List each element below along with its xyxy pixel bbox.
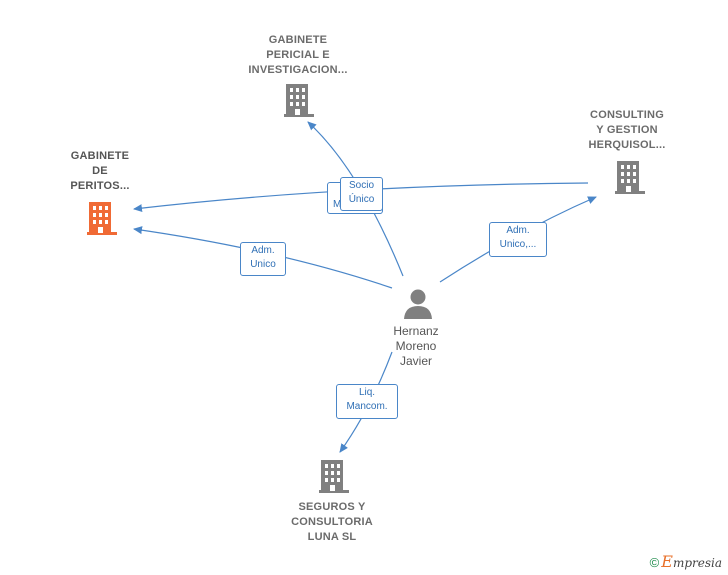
- node-label-line: HERQUISOL...: [588, 139, 666, 151]
- node-label-line: DE: [92, 165, 108, 177]
- node-label-line: LUNA SL: [307, 531, 357, 543]
- edge-label-adm-unico[interactable]: Adm. Unico: [240, 242, 286, 276]
- edge-label-liq-mancom[interactable]: Liq. Mancom.: [336, 384, 398, 419]
- node-label-gabinete-pericial[interactable]: GABINETE PERICIAL E INVESTIGACION...: [238, 33, 358, 78]
- building-icon[interactable]: [284, 84, 314, 117]
- edge-label-line: Unico,...: [499, 239, 537, 250]
- edge-label-line: M: [333, 199, 342, 210]
- edge-label-line: Socio: [348, 180, 374, 191]
- node-label-gabinete-peritos[interactable]: GABINETE DE PERITOS...: [50, 149, 150, 194]
- node-label-line: CONSULTING: [590, 109, 664, 121]
- edge-label-line: Unico: [250, 259, 276, 270]
- building-icon[interactable]: [87, 202, 117, 235]
- node-label-line: Hernanz: [393, 324, 439, 338]
- node-label-line: GABINETE: [70, 150, 130, 162]
- edge-label-adm-unico-consulting[interactable]: Adm. Unico,...: [489, 222, 547, 257]
- node-label-line: CONSULTORIA: [291, 516, 373, 528]
- node-label-line: SEGUROS Y: [298, 501, 366, 513]
- node-label-person[interactable]: Hernanz Moreno Javier: [374, 324, 458, 369]
- node-label-consulting[interactable]: CONSULTING Y GESTION HERQUISOL...: [574, 108, 680, 153]
- node-label-line: PERICIAL E: [266, 49, 330, 61]
- brand-footer: ©Empresia: [650, 552, 722, 571]
- building-icon[interactable]: [319, 460, 349, 493]
- edge-label-line: Adm.: [251, 245, 275, 256]
- edge-label-socio-unico[interactable]: Socio Único: [340, 177, 383, 211]
- node-label-line: Moreno: [395, 339, 437, 353]
- edge-label-line: Mancom.: [346, 401, 388, 412]
- node-label-line: PERITOS...: [70, 180, 130, 192]
- node-label-line: GABINETE: [268, 34, 328, 46]
- brand-logo-text: mpresia: [672, 556, 722, 570]
- node-label-line: Y GESTION: [596, 124, 658, 136]
- node-label-line: Javier: [399, 354, 432, 368]
- node-label-seguros[interactable]: SEGUROS Y CONSULTORIA LUNA SL: [276, 500, 388, 545]
- edge-label-line: Liq.: [358, 387, 376, 398]
- edge-label-line: Adm.: [506, 225, 530, 236]
- node-label-line: INVESTIGACION...: [248, 64, 348, 76]
- copyright-icon: ©: [649, 555, 660, 570]
- brand-logo-e: E: [661, 552, 673, 571]
- person-icon[interactable]: [404, 289, 432, 320]
- building-icon[interactable]: [615, 161, 645, 194]
- edge-label-line: Único: [348, 194, 375, 205]
